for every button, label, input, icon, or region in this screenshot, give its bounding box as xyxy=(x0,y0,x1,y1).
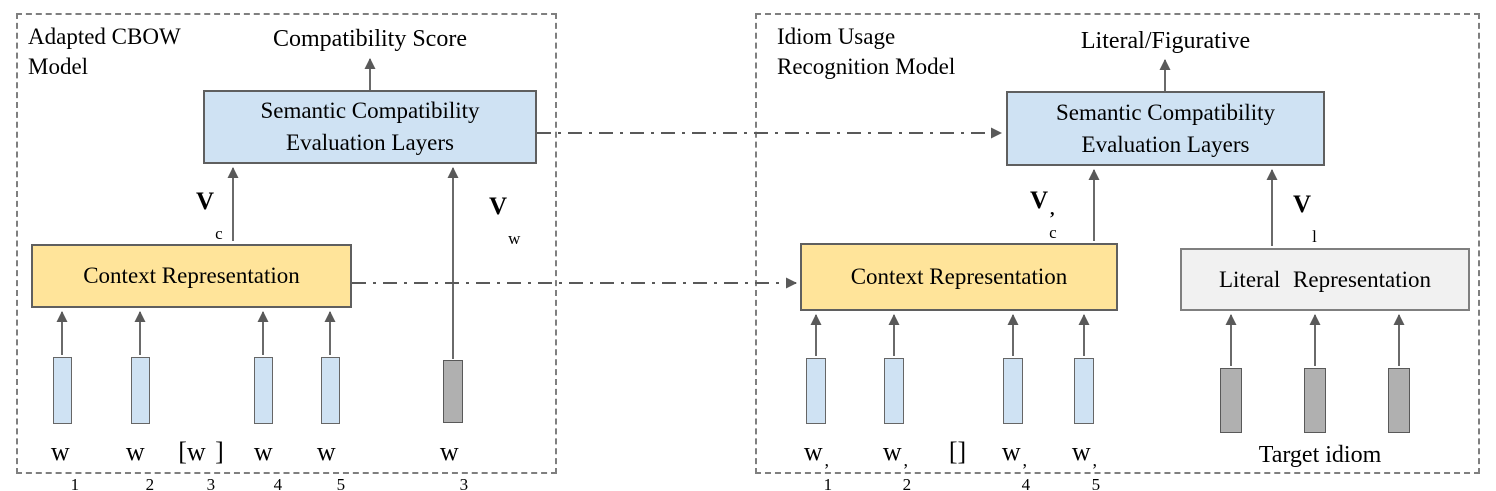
target-idiom-label: Target idiom xyxy=(1258,442,1382,468)
idiom-bar-1 xyxy=(1220,368,1242,433)
embedding-bar-w1p xyxy=(806,358,826,424)
compatibility-score-label: Compatibility Score xyxy=(273,26,467,52)
embedding-bar-w4p xyxy=(1003,358,1023,424)
idiom-usage-panel xyxy=(755,13,1480,474)
idiom-bar-2 xyxy=(1304,368,1326,433)
word-label-w4-prime: w’4 xyxy=(1001,437,1031,491)
right-panel-title-line1: Idiom Usage xyxy=(777,24,896,49)
literal-figurative-label: Literal/Figurative xyxy=(1080,28,1251,54)
context-representation-box-left: Context Representation xyxy=(31,244,352,308)
embedding-bar-w5p xyxy=(1074,358,1094,424)
eval-left-line2: Evaluation Layers xyxy=(286,130,454,155)
word-label-w5-prime: w’5 xyxy=(1071,437,1101,491)
literal-box-label: Literal Representation xyxy=(1218,266,1431,292)
left-panel-title: Adapted CBOW Model xyxy=(28,22,181,82)
literal-representation-box: Literal Representation xyxy=(1180,248,1470,311)
left-panel-title-line2: Model xyxy=(28,54,89,79)
word-label-w1-prime: w’1 xyxy=(803,437,833,491)
embedding-bar-w4 xyxy=(254,357,273,424)
vector-label-vc-prime: V’c xyxy=(1030,187,1057,242)
embedding-bar-target-w3 xyxy=(443,360,463,423)
left-panel-title-line1: Adapted CBOW xyxy=(28,24,181,49)
context-right-label: Context Representation xyxy=(850,264,1068,289)
eval-right-line1: Semantic Compatibility xyxy=(1055,99,1276,125)
idiom-bar-3 xyxy=(1388,368,1410,433)
word-label-empty-brackets: [] xyxy=(948,437,967,466)
adapted-cbow-panel xyxy=(16,13,557,474)
embedding-bar-w2 xyxy=(131,357,150,424)
embedding-bar-w1 xyxy=(53,357,72,424)
right-panel-title: Idiom Usage Recognition Model xyxy=(777,22,955,82)
word-label-w2-prime: w’2 xyxy=(882,437,912,491)
semantic-compatibility-box-right: Semantic Compatibility Evaluation Layers xyxy=(1006,91,1325,166)
embedding-bar-w2p xyxy=(884,358,904,424)
context-left-label: Context Representation xyxy=(83,263,300,288)
right-panel-title-line2: Recognition Model xyxy=(777,54,956,79)
embedding-bar-w5 xyxy=(321,357,340,424)
context-representation-box-right: Context Representation xyxy=(800,243,1118,311)
eval-right-line2: Evaluation Layers xyxy=(1081,131,1250,157)
semantic-compatibility-box-left: Semantic Compatibility Evaluation Layers xyxy=(203,90,537,164)
eval-left-line1: Semantic Compatibility xyxy=(260,98,480,123)
